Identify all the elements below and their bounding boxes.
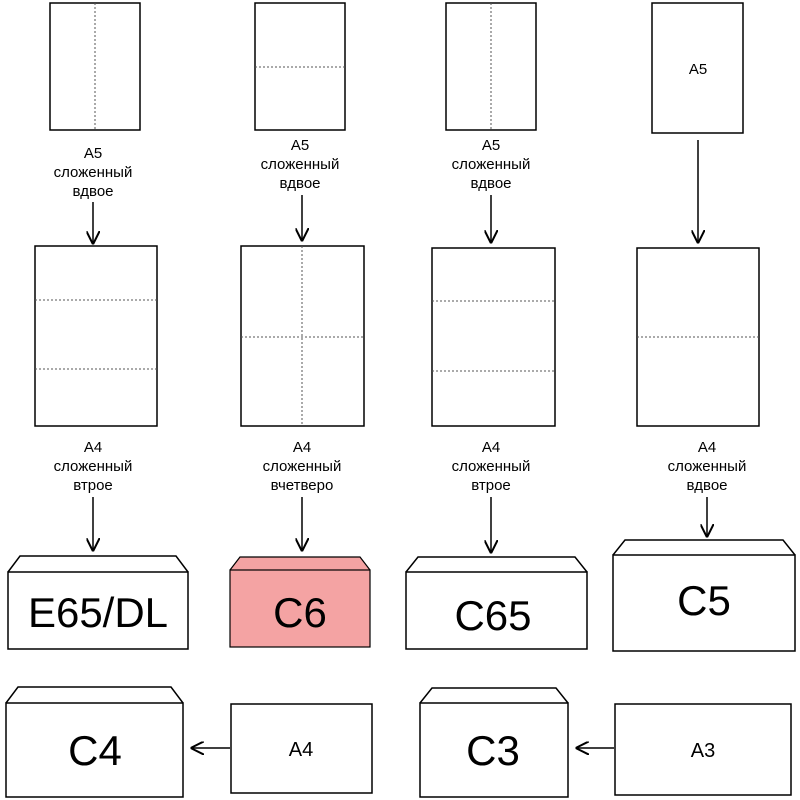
envelope-flap	[7, 555, 189, 573]
a4-sheet-folded-in-thirds	[34, 245, 158, 427]
envelope-flap	[229, 556, 371, 571]
a5-sheet-folded-vertical	[445, 2, 537, 131]
sheet-label: A4	[698, 439, 716, 456]
envelope-c3	[419, 702, 569, 798]
sheet-label: вдвое	[279, 175, 320, 192]
envelope-label: C5	[677, 577, 731, 624]
a5-sheet	[651, 2, 744, 134]
sheet-label: вдвое	[72, 183, 113, 200]
envelope-c6	[229, 569, 371, 648]
sheet-label: сложенный	[263, 458, 342, 475]
envelope-label: C4	[68, 727, 122, 774]
envelope-label: C6	[273, 589, 327, 636]
envelope-label: C3	[466, 727, 520, 774]
sheet-label: A4	[293, 439, 311, 456]
envelope-c65	[405, 571, 588, 650]
sheet-label: A5	[291, 137, 309, 154]
sheet-label: сложенный	[452, 458, 531, 475]
sheet-label: вдвое	[470, 175, 511, 192]
sheet-label: A4	[482, 439, 500, 456]
sheet-label: вдвое	[686, 477, 727, 494]
envelope-c4	[5, 702, 184, 798]
a5-sheet-folded-vertical	[49, 2, 141, 131]
sheet-label: вчетверо	[271, 477, 334, 494]
sheet-label: сложенный	[668, 458, 747, 475]
a4-sheet-folded-in-thirds	[431, 247, 556, 427]
envelope-label: C65	[454, 592, 531, 639]
envelope-e65-dl	[7, 571, 189, 650]
sheet-label: A5	[689, 61, 707, 78]
column-2: A5 сложенный вдвое A4 сложенный вчетверо…	[229, 2, 371, 648]
envelope-label: E65/DL	[28, 589, 168, 636]
sheet-label: сложенный	[261, 156, 340, 173]
envelope-flap	[612, 539, 796, 556]
sheet-label: A4	[289, 739, 313, 761]
envelope-flap	[405, 556, 588, 573]
sheet-label: сложенный	[452, 156, 531, 173]
sheet-label: A5	[482, 137, 500, 154]
a4-sheet	[230, 703, 373, 794]
envelope-c5	[612, 554, 796, 652]
sheet-label: сложенный	[54, 458, 133, 475]
column-4: A5 A4 сложенный вдвое C5	[612, 2, 796, 652]
sheet-label: A3	[691, 740, 715, 762]
column-3: A5 сложенный вдвое A4 сложенный втрое C6…	[405, 2, 588, 650]
a3-sheet	[614, 703, 792, 796]
sheet-label: втрое	[73, 477, 113, 494]
envelope-flap	[5, 686, 184, 704]
sheet-label: сложенный	[54, 164, 133, 181]
bottom-left-pair: C4 A4	[5, 686, 373, 798]
sheet-label: втрое	[471, 477, 511, 494]
sheet-label: A4	[84, 439, 102, 456]
column-1: A5 сложенный вдвое A4 сложенный втрое E6…	[7, 2, 189, 650]
bottom-right-pair: C3 A3	[419, 687, 792, 798]
sheet-label: A5	[84, 145, 102, 162]
envelope-flap	[419, 687, 569, 704]
